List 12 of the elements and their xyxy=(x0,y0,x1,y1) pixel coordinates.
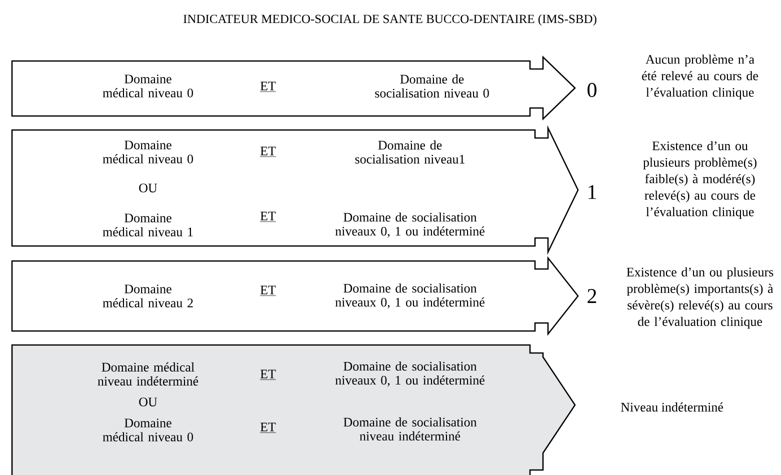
level-number: 1 xyxy=(588,185,596,199)
arrow-box: Domaine médical niveau 2 ET Domaine de socialisation niveaux 0, 1 ou indéterminé xyxy=(11,256,579,336)
title: INDICATEUR MEDICO-SOCIAL DE SANTE BUCCO-DENTAIRE (IMS-SBD) xyxy=(184,14,596,26)
arrow-box: Domaine médical niveau indéterminé ET Domaine de socialisation niveaux 0, 1 ou indéterminé OU Domaine médical niveau 0 ET Domaine de socialisation niveau indéterminé xyxy=(11,344,576,475)
arrow-box: Domaine médical niveau 0 ET Domaine de socialisation niveau1 OU Domaine médical niveau 1 ET Domaine de socialisation niveaux 0, 1 ou indéterminé xyxy=(11,125,579,255)
level-number: 2 xyxy=(588,289,596,303)
arrow-box: Domaine médical niveau 0 ET Domaine de socialisation niveau 0 xyxy=(11,55,576,121)
level-number: 0 xyxy=(588,82,596,98)
level-description: Niveau indéterminé xyxy=(620,402,723,412)
level-description: Existence d’un ou plusieurs problème(s) importants(s) à sévère(s) relevé(s) au cours de l’évaluation clinique xyxy=(626,267,774,329)
level-description: Aucun problème n’a été relevé au cours de l’évaluation clinique xyxy=(642,54,758,100)
level-description: Existence d’un ou plusieurs problème(s) faible(s) à modéré(s) relevé(s) au cours de l’évaluation clinique xyxy=(643,141,756,219)
